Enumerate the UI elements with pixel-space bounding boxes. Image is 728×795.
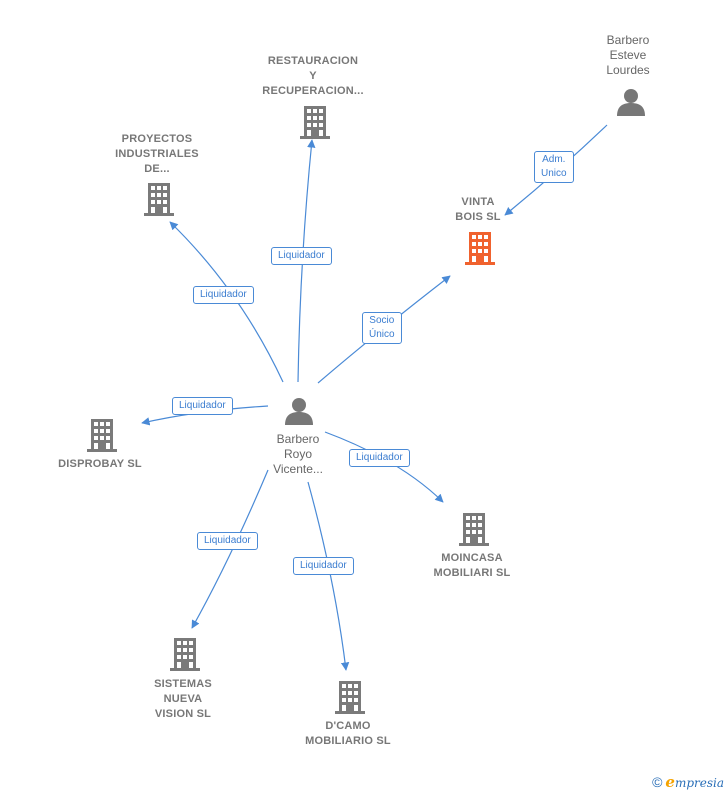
node-label-restauracion[interactable]: RESTAURACION Y RECUPERACION... (262, 55, 364, 97)
node-label-top-person[interactable]: Barbero Esteve Lourdes (606, 33, 650, 77)
edge-label-socio: Socio Único (362, 312, 402, 344)
edge-label-adm: Adm. Unico (534, 151, 574, 183)
person-icon-center[interactable] (285, 398, 313, 425)
building-icon-sistemas[interactable] (170, 638, 200, 671)
edge-label-restauracion: Liquidador (271, 247, 332, 265)
node-label-moincasa[interactable]: MOINCASA MOBILIARI SL (433, 552, 511, 579)
edge-label-disprobay: Liquidador (172, 397, 233, 415)
person-icon-top[interactable] (617, 89, 645, 116)
node-label-proyectos[interactable]: PROYECTOS INDUSTRIALES DE... (115, 133, 199, 175)
building-icon-dcamo[interactable] (335, 681, 365, 714)
brand-initial: e (665, 773, 675, 791)
node-label-vinta[interactable]: VINTA BOIS SL (455, 196, 501, 223)
copyright-icon: © (652, 774, 663, 790)
edge-dcamo (307, 481, 350, 671)
edge-label-dcamo: Liquidador (293, 557, 354, 575)
building-icon-disprobay[interactable] (87, 419, 117, 452)
node-label-dcamo[interactable]: D'CAMO MOBILIARIO SL (305, 720, 391, 747)
building-icon-vinta[interactable] (465, 232, 495, 265)
brand-name: mpresia (674, 776, 724, 790)
edge-sistemas (191, 469, 269, 629)
edge-moincasa (324, 431, 444, 503)
node-label-center[interactable]: Barbero Royo Vicente... (273, 432, 323, 476)
node-label-disprobay[interactable]: DISPROBAY SL (58, 458, 142, 470)
node-label-sistemas[interactable]: SISTEMAS NUEVA VISION SL (154, 678, 212, 720)
empresia-logo[interactable]: ©empresia (652, 773, 724, 791)
building-icon-restauracion[interactable] (300, 106, 330, 139)
building-icon-moincasa[interactable] (459, 513, 489, 546)
edge-label-proyectos: Liquidador (193, 286, 254, 304)
edge-label-moincasa: Liquidador (349, 449, 410, 467)
building-icon-proyectos[interactable] (144, 183, 174, 216)
edge-label-sistemas: Liquidador (197, 532, 258, 550)
